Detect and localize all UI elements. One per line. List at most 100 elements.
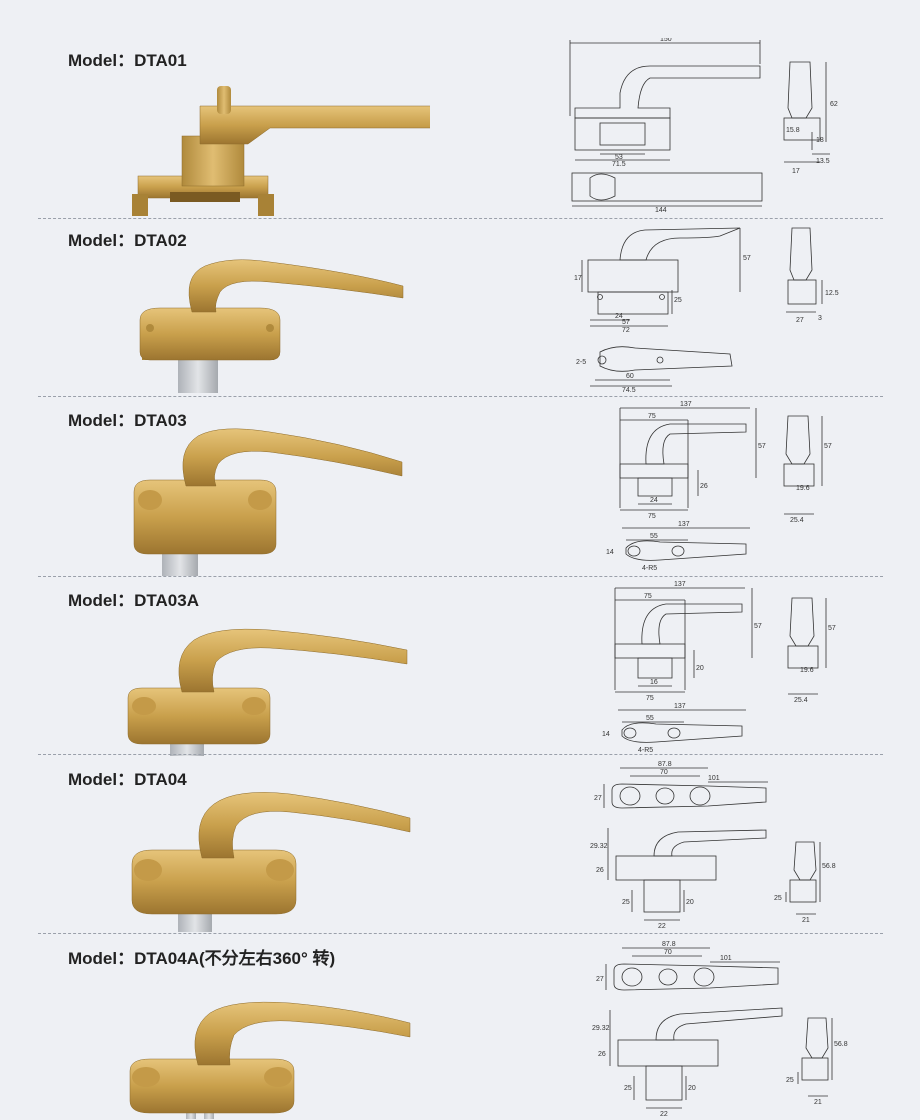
- model-section-dta04a: Model：DTA04A(不分左右360° 转): [0, 936, 920, 1120]
- dim-label: 57: [828, 625, 836, 632]
- technical-drawing-dta03: 137 75 57 26 24 75 57 19.6 25.4 137 55 4…: [606, 401, 832, 572]
- dim-label: 22: [658, 923, 666, 930]
- dim-label: 57: [622, 319, 630, 326]
- dim-label: 53: [615, 154, 623, 161]
- product-photo-dta02: [139, 259, 404, 393]
- dim-label: 56.8: [822, 863, 836, 870]
- model-title: Model：DTA04A(不分左右360° 转): [68, 949, 336, 968]
- model-title: Model：DTA03A: [68, 591, 199, 610]
- product-photo-dta03: [133, 428, 403, 576]
- dim-label: 75: [644, 593, 652, 600]
- dim-label: 17: [792, 168, 800, 175]
- dim-label: 2-5: [576, 359, 586, 366]
- dim-label: 14: [602, 731, 610, 738]
- dim-label: 25: [622, 899, 630, 906]
- dim-label: 19.6: [800, 667, 814, 674]
- model-title: Model：DTA04: [68, 770, 187, 789]
- model-section-dta02: Model：DTA02: [0, 220, 920, 398]
- model-section-dta04: Model：DTA04: [0, 756, 920, 934]
- dim-label: 75: [646, 695, 654, 702]
- technical-drawing-dta03a: 137 75 57 20 16 75 57 19.6 25.4 137 55 4…: [602, 581, 836, 754]
- dim-label: 57: [743, 255, 751, 262]
- dim-label: 137: [674, 581, 686, 588]
- dim-label: 137: [680, 401, 692, 408]
- technical-drawing-dta01: 150 53 71.5 144 62 15.8 18 13.5 17: [569, 38, 838, 214]
- dim-label: 24: [650, 497, 658, 504]
- model-title: Model：DTA02: [68, 231, 187, 250]
- dim-label: 137: [678, 521, 690, 528]
- model-section-dta01: Model：DTA01: [0, 38, 920, 216]
- dim-label: 137: [674, 703, 686, 710]
- dim-label: 22: [660, 1111, 668, 1118]
- product-photo-dta01: [132, 86, 430, 216]
- dim-label: 26: [598, 1051, 606, 1058]
- dim-label: 72: [622, 327, 630, 334]
- dim-label: 55: [646, 715, 654, 722]
- dim-label: 74.5: [622, 387, 636, 394]
- model-title: Model：DTA03: [68, 411, 187, 430]
- model-section-dta03: Model：DTA03: [0, 398, 920, 576]
- dim-label: 144: [655, 207, 667, 214]
- section-divider: [38, 933, 883, 934]
- section-divider: [38, 754, 883, 755]
- dim-label: 14: [606, 549, 614, 556]
- product-photo-dta04: [131, 792, 411, 932]
- dim-label: 87.8: [658, 761, 672, 768]
- dim-label: 17: [574, 275, 582, 282]
- dim-label: 27: [594, 795, 602, 802]
- dim-label: 27: [796, 317, 804, 324]
- dim-label: 13.5: [816, 158, 830, 165]
- dim-label: 20: [688, 1085, 696, 1092]
- dim-label: 87.8: [662, 941, 676, 948]
- dim-label: 25.4: [794, 697, 808, 704]
- dim-label: 71.5: [612, 161, 626, 168]
- dim-label: 57: [758, 443, 766, 450]
- dim-label: 70: [660, 769, 668, 776]
- dim-label: 3: [818, 315, 822, 322]
- dim-label: 21: [802, 917, 810, 924]
- section-divider: [38, 218, 883, 219]
- product-photo-dta04a: [129, 1001, 411, 1119]
- dim-label: 150: [660, 38, 672, 43]
- dim-label: 57: [754, 623, 762, 630]
- dim-label: 16: [650, 679, 658, 686]
- dim-label: 60: [626, 373, 634, 380]
- dim-label: 26: [700, 483, 708, 490]
- dim-label: 70: [664, 949, 672, 956]
- section-divider: [38, 576, 883, 577]
- dim-label: 55: [650, 533, 658, 540]
- dim-label: 75: [648, 413, 656, 420]
- dim-label: 27: [596, 976, 604, 983]
- dim-label: 29.32: [592, 1025, 610, 1032]
- model-title: Model：DTA01: [68, 51, 187, 70]
- dim-label: 29.32: [590, 843, 608, 850]
- dim-label: 20: [686, 899, 694, 906]
- dim-label: 25: [674, 297, 682, 304]
- dim-label: 19.6: [796, 485, 810, 492]
- dim-label: 101: [708, 775, 720, 782]
- dim-label: 12.5: [825, 290, 839, 297]
- dim-label: 20: [696, 665, 704, 672]
- dim-label: 57: [824, 443, 832, 450]
- dim-label: 25: [786, 1077, 794, 1084]
- dim-label: 18: [816, 137, 824, 144]
- dim-label: 25: [774, 895, 782, 902]
- dim-label: 25: [624, 1085, 632, 1092]
- dim-label: 101: [720, 955, 732, 962]
- technical-drawing-dta04: 87.8 70 101 27 29.32 26 25 20 22 56.8 25…: [590, 761, 836, 930]
- dim-label: 21: [814, 1099, 822, 1106]
- dim-label: 4-R5: [642, 565, 657, 572]
- dim-label: 24: [615, 313, 623, 320]
- dim-label: 26: [596, 867, 604, 874]
- dim-label: 25.4: [790, 517, 804, 524]
- dim-label: 4-R5: [638, 747, 653, 754]
- technical-drawing-dta04a: 87.8 70 101 27 29.32 26 25 20 22 56.8 25…: [592, 941, 848, 1118]
- dim-label: 62: [830, 101, 838, 108]
- model-section-dta03a: Model：DTA03A: [0, 578, 920, 756]
- dim-label: 56.8: [834, 1041, 848, 1048]
- technical-drawing-dta02: 57 17 24 57 72 25 12.5 27 3 60 74.5 2-5: [574, 227, 839, 394]
- product-photo-dta03a: [127, 628, 408, 756]
- dim-label: 75: [648, 513, 656, 520]
- section-divider: [38, 396, 883, 397]
- dim-label: 15.8: [786, 127, 800, 134]
